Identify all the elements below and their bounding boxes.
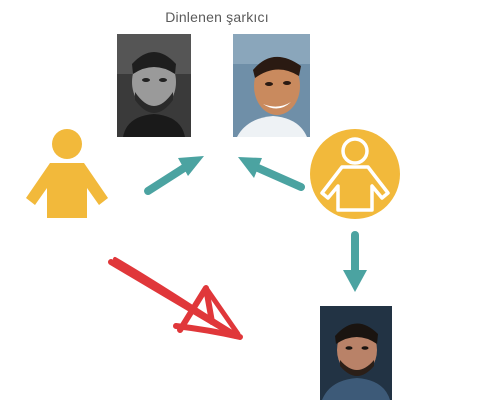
arrow-right-to-top: [238, 157, 305, 191]
singer-photo-top-right: [233, 34, 310, 137]
arrow-right-down: [343, 231, 367, 292]
singer-photo-top-left: [117, 34, 191, 137]
singer-photo-bottom-right: [320, 306, 392, 400]
person-icon: [26, 129, 108, 218]
hand-drawn-arrow: [108, 257, 243, 340]
arrow-left-to-top: [144, 156, 204, 195]
person-icon: [310, 129, 400, 219]
diagram-title: Dinlenen şarkıcı: [165, 9, 269, 25]
